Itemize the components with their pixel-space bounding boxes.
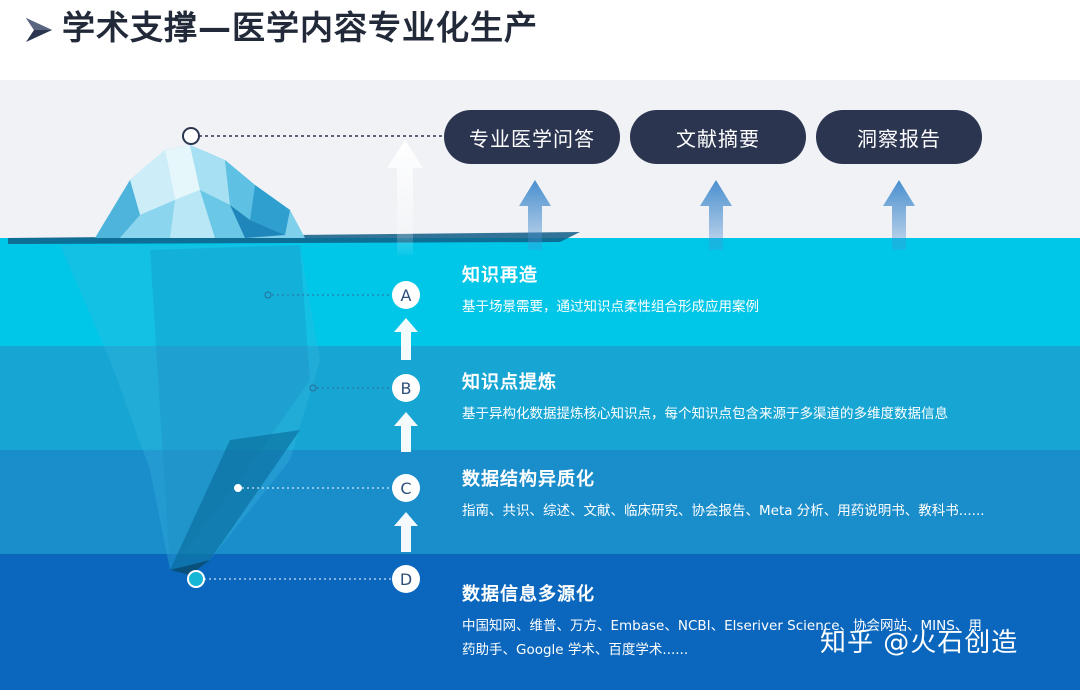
step-arrow-c xyxy=(394,512,418,552)
layer-a-band xyxy=(0,238,1080,346)
iceberg-tip xyxy=(95,145,305,238)
layer-c-band xyxy=(0,450,1080,554)
chevron-right-icon xyxy=(26,18,52,42)
level-d-title: 数据信息多源化 xyxy=(462,584,595,605)
output-medical-qa: 专业医学问答 xyxy=(444,110,620,164)
level-b-desc: 基于异构化数据提炼核心知识点，每个知识点包含来源于多渠道的多维度数据信息 xyxy=(462,406,948,422)
output-literature-abstract: 文献摘要 xyxy=(630,110,806,164)
page-title: 学术支撑—医学内容专业化生产 xyxy=(62,8,538,47)
connector-c xyxy=(234,484,392,492)
output-arrow-1 xyxy=(519,180,551,250)
level-a-title: 知识再造 xyxy=(462,265,538,286)
level-c-title: 数据结构异质化 xyxy=(462,469,595,490)
level-a-desc: 基于场景需要，通过知识点柔性组合形成应用案例 xyxy=(462,299,759,315)
top-connector-dot xyxy=(182,127,200,145)
watermark: 知乎 @火石创造 xyxy=(820,628,1019,658)
badge-b: B xyxy=(392,374,420,402)
connector-b xyxy=(309,384,392,392)
level-c-desc: 指南、共识、综述、文献、临床研究、协会报告、Meta 分析、用药说明书、教科书.… xyxy=(462,503,985,519)
connector-a xyxy=(264,291,392,299)
header: 学术支撑—医学内容专业化生产 xyxy=(0,0,1080,80)
central-up-arrow xyxy=(387,140,423,255)
iceberg-underwater xyxy=(60,245,320,575)
output-arrow-2 xyxy=(700,180,732,250)
connector-d xyxy=(187,570,392,588)
level-b-title: 知识点提炼 xyxy=(462,372,557,393)
output-insight-report: 洞察报告 xyxy=(816,110,982,164)
badge-d: D xyxy=(392,565,420,593)
badge-a: A xyxy=(392,281,420,309)
step-arrow-a xyxy=(394,318,418,360)
layer-d-band xyxy=(0,554,1080,690)
badge-c: C xyxy=(392,474,420,502)
level-d-desc-line2: 药助手、Google 学术、百度学术...... xyxy=(462,642,689,658)
output-arrow-3 xyxy=(883,180,915,250)
layer-b-band xyxy=(0,346,1080,450)
step-arrow-b xyxy=(394,412,418,452)
level-d-desc-line1: 中国知网、维普、万方、Embase、NCBI、Elseriver Science… xyxy=(462,618,982,634)
